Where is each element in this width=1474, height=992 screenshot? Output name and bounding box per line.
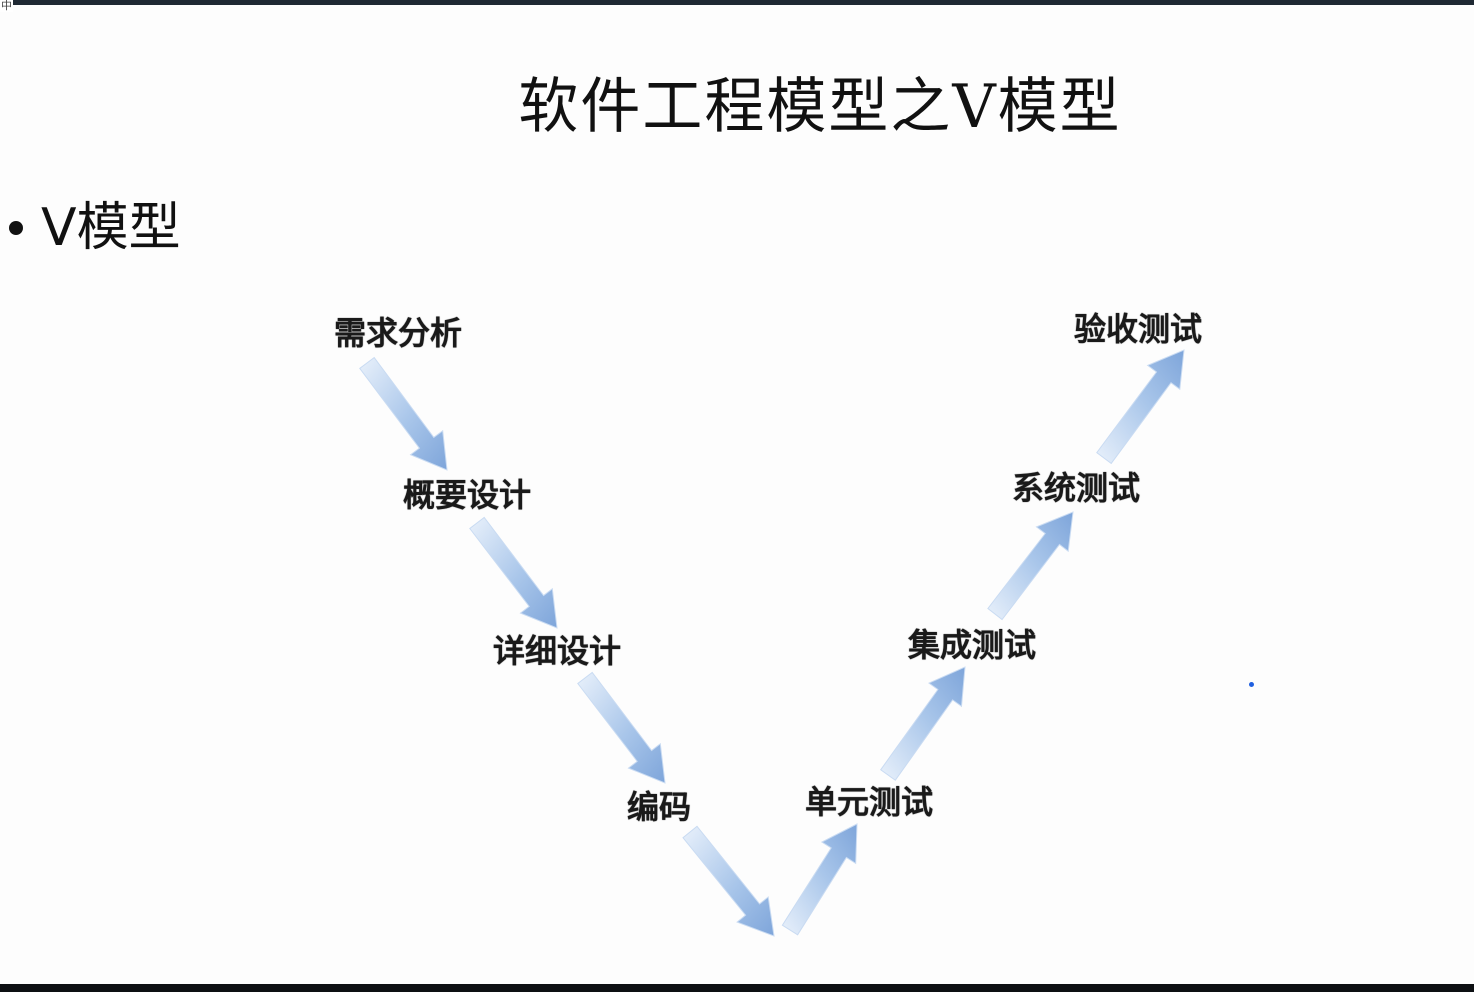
arrow-detailed-to-coding — [577, 671, 666, 784]
arrow-integration-to-system — [987, 511, 1074, 621]
stage-unit-test-label: 单元测试 — [804, 783, 934, 821]
stage-integration-test-label: 集成测试 — [907, 626, 1037, 664]
bullet-text: V模型 — [41, 198, 181, 258]
stage-requirements-label: 需求分析 — [333, 314, 463, 352]
stage-detailed-design-label: 详细设计 — [492, 632, 622, 670]
bullet-item: V模型 — [0, 188, 181, 268]
slide-title: 软件工程模型之V模型 — [518, 72, 1122, 142]
arrow-outline-to-detailed — [469, 516, 558, 629]
arrow-unit-to-integration — [880, 666, 966, 781]
stage-outline-design-label: 概要设计 — [402, 476, 532, 514]
arrow-requirements-to-outline — [359, 356, 448, 471]
mouse-cursor-dot — [1249, 682, 1254, 687]
arrow-coding-to-bottom — [682, 825, 775, 937]
input-method-indicator[interactable]: 中 — [0, 0, 13, 12]
bottom-window-bar — [0, 984, 1474, 992]
bullet-dot-icon — [9, 221, 23, 235]
arrow-bottom-to-unit — [781, 823, 858, 936]
arrow-system-to-acceptance — [1096, 349, 1185, 465]
top-window-bar — [0, 0, 1474, 5]
stage-coding-label: 编码 — [626, 788, 692, 826]
stage-system-test-label: 系统测试 — [1011, 469, 1141, 507]
stage-acceptance-test-label: 验收测试 — [1073, 310, 1203, 348]
